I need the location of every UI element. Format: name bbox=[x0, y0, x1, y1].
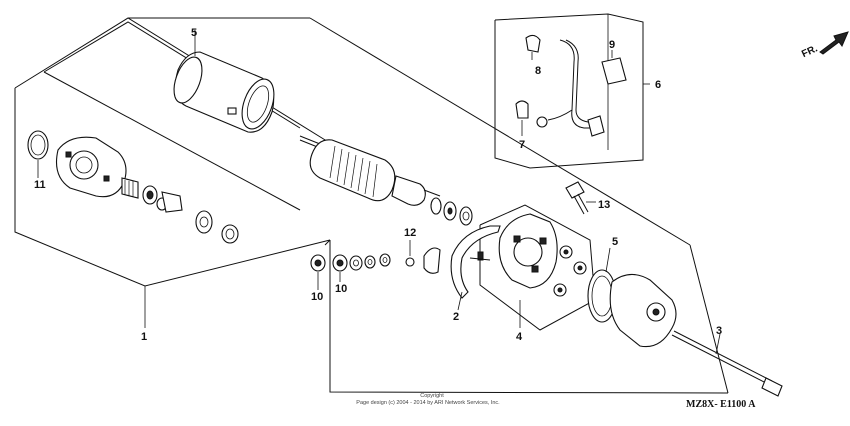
wiring-harness bbox=[515, 34, 627, 137]
copyright-notice: Page design (c) 2004 - 2014 by ARI Netwo… bbox=[356, 400, 500, 406]
motor-case-upper bbox=[173, 30, 275, 133]
armature bbox=[299, 135, 441, 206]
armature-washers bbox=[430, 197, 473, 226]
callout-4: 4 bbox=[516, 331, 523, 343]
callout-2: 2 bbox=[453, 311, 459, 323]
front-direction-arrow bbox=[819, 31, 849, 55]
bolt-13 bbox=[565, 181, 596, 215]
callout-1: 1 bbox=[141, 331, 147, 343]
callout-5-rear: 5 bbox=[612, 236, 618, 248]
callout-5-case: 5 bbox=[191, 27, 197, 39]
brush-holder-assembly bbox=[498, 213, 587, 328]
callout-12: 12 bbox=[404, 227, 416, 239]
assembly-frame-lines bbox=[14, 17, 729, 394]
callout-13: 13 bbox=[598, 199, 610, 211]
callout-6: 6 bbox=[655, 79, 661, 91]
nuts-washers bbox=[310, 240, 415, 290]
copyright-heading: Copyright bbox=[420, 393, 444, 399]
direction-label: FR. bbox=[800, 43, 819, 60]
front-bearing-set bbox=[121, 177, 239, 244]
rear-cover bbox=[587, 247, 677, 348]
callout-7: 7 bbox=[519, 139, 525, 151]
callout-10-b: 10 bbox=[335, 283, 347, 295]
diagram-code: MZ8X- E1100 A bbox=[686, 399, 756, 410]
brush-holder-plate bbox=[423, 225, 501, 311]
through-bolt bbox=[671, 330, 783, 397]
callout-10-a: 10 bbox=[311, 291, 323, 303]
callout-3: 3 bbox=[716, 325, 722, 337]
callout-8: 8 bbox=[535, 65, 541, 77]
callout-11: 11 bbox=[34, 179, 46, 191]
callout-9: 9 bbox=[609, 39, 615, 51]
